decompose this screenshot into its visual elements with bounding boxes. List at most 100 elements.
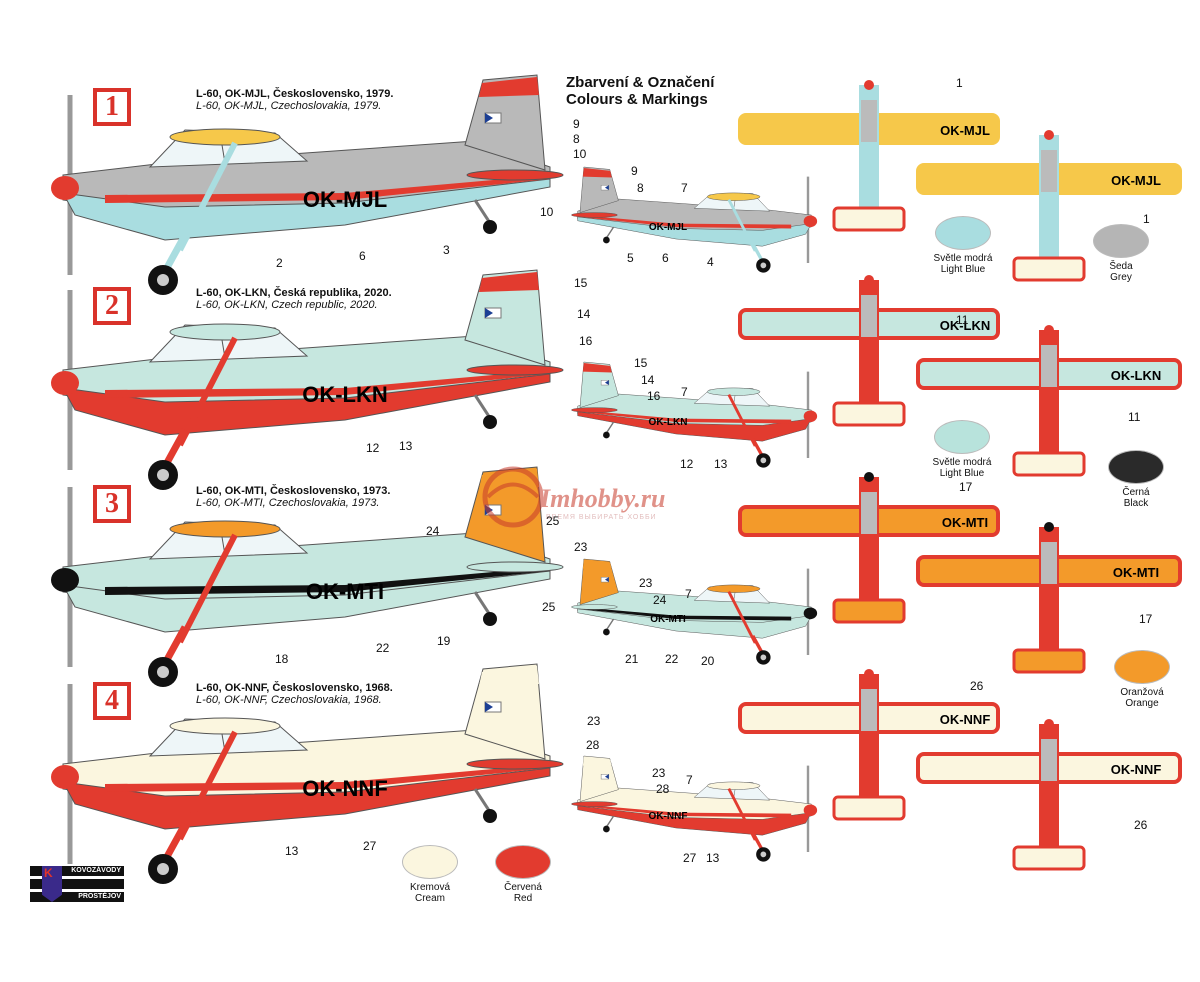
callout-number: 23 — [587, 714, 601, 728]
wing-strut — [177, 141, 238, 252]
scheme-number-badge: 2 — [93, 287, 131, 325]
swatch-color-chip — [402, 845, 458, 879]
spinner — [803, 215, 818, 227]
tail-fin — [579, 755, 619, 802]
swatch-color-chip — [1093, 224, 1149, 258]
callout-number: 28 — [656, 782, 670, 796]
wing — [169, 128, 281, 146]
wing — [169, 323, 281, 341]
top-view-tailplane — [832, 401, 906, 427]
flag-triangle — [485, 702, 493, 712]
spinner — [51, 176, 79, 200]
stabilizer — [466, 561, 564, 573]
callout-number: 2 — [276, 256, 283, 270]
scheme-number-badge: 1 — [93, 88, 131, 126]
wing-strut — [177, 730, 238, 841]
registration-text: OK-NNF — [940, 712, 991, 727]
tail-fin — [464, 663, 546, 760]
top-view-tailplane — [832, 795, 906, 821]
fuselage-lower — [577, 608, 812, 639]
tail-wheel — [483, 612, 497, 626]
callout-number: 12 — [366, 441, 380, 455]
scheme-caption: L-60, OK-NNF, Československo, 1968. L-60… — [196, 682, 393, 706]
wheel-hub — [157, 863, 169, 875]
top-view-cabin — [861, 492, 877, 534]
callout-number: 13 — [706, 851, 720, 865]
wing — [169, 520, 281, 538]
fuselage-stripe — [105, 175, 550, 203]
callout-number: 1 — [1143, 212, 1150, 226]
spinner — [51, 568, 79, 592]
callout-number: 7 — [681, 181, 688, 195]
callout-number: 19 — [437, 634, 451, 648]
wing — [706, 387, 761, 396]
wing-strut — [177, 336, 238, 447]
callout-number: 8 — [637, 181, 644, 195]
top-view-tailplane — [1012, 648, 1086, 674]
tail-gear — [605, 618, 615, 631]
callout-number: 28 — [586, 738, 600, 752]
tail-cap — [582, 362, 612, 373]
scheme-number: 1 — [97, 91, 127, 122]
caption-english: L-60, OK-LKN, Czech republic, 2020. — [196, 299, 378, 311]
fuselage-lower — [62, 373, 551, 436]
fuselage-stripe — [577, 804, 792, 818]
fuselage-lower — [577, 216, 812, 247]
top-view-nose — [864, 80, 874, 90]
flag-triangle — [485, 308, 493, 318]
top-view-cabin — [861, 295, 877, 337]
caption-english: L-60, OK-NNF, Czechoslovakia, 1968. — [196, 694, 382, 706]
fuselage-stripe — [577, 410, 792, 424]
callout-number: 17 — [1139, 612, 1153, 626]
callout-number: 21 — [625, 652, 639, 666]
tail-wheel — [603, 431, 610, 439]
wing — [169, 717, 281, 735]
swatch-label-cz: Šeda — [1109, 261, 1133, 272]
wing — [706, 192, 761, 201]
wheel-hub — [760, 654, 767, 661]
callout-number: 3 — [443, 243, 450, 257]
fuselage-lower — [62, 178, 551, 241]
callout-number: 27 — [683, 851, 697, 865]
logo-line2: PROSTĚJOV — [30, 892, 124, 902]
callout-number: 22 — [665, 652, 679, 666]
swatch-color-chip — [935, 216, 991, 250]
swatch-label-en: Red — [513, 893, 533, 904]
callout-number: 25 — [546, 514, 560, 528]
tail-wheel — [603, 236, 610, 244]
tail-gear — [473, 199, 492, 224]
tail-fin — [579, 361, 619, 408]
spinner — [803, 607, 818, 619]
registration-text: OK-NNF — [302, 776, 388, 801]
flag-triangle — [604, 577, 609, 583]
registration-text: OK-LKN — [649, 417, 688, 428]
stabilizer — [571, 407, 618, 413]
flag-triangle — [485, 113, 493, 123]
spinner — [51, 371, 79, 395]
tail-cap — [582, 559, 612, 570]
callout-number: 15 — [574, 276, 588, 290]
tail-cap — [582, 756, 612, 767]
side-profile-small — [571, 755, 818, 862]
side-profile-small — [571, 166, 818, 273]
registration-text: OK-LKN — [1111, 368, 1162, 383]
side-profile-large: OK-MJL — [51, 74, 564, 295]
registration-text: OK-MTI — [942, 515, 988, 530]
scheme-caption: L-60, OK-LKN, Česká republika, 2020. L-6… — [196, 287, 392, 311]
swatch-label-en: Cream — [414, 893, 445, 904]
tail-wheel — [483, 415, 497, 429]
swatch-label-cz: Červená — [504, 882, 542, 893]
swatch-color-chip — [934, 420, 990, 454]
flag-triangle — [604, 185, 609, 191]
callout-number: 1 — [956, 76, 963, 90]
kovozavody-logo: KOVOZÁVODY PROSTĚJOV K — [30, 866, 124, 902]
swatch-label-en: Light Blue — [939, 468, 985, 479]
scheme-number-badge: 3 — [93, 485, 131, 523]
tail-gear — [605, 226, 615, 239]
registration-text: OK-NNF — [1111, 762, 1162, 777]
wing — [706, 584, 761, 593]
callout-number: 10 — [573, 147, 587, 161]
